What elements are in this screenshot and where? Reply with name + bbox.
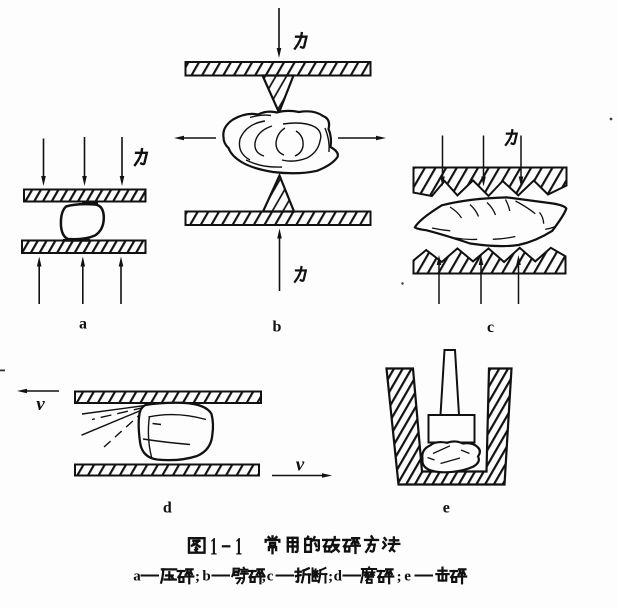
- svg-text:1: 1: [235, 534, 242, 561]
- svg-text:v: v: [36, 394, 45, 415]
- svg-text:;: ;: [328, 569, 333, 585]
- svg-text:a: a: [133, 569, 141, 585]
- svg-text:c: c: [267, 569, 274, 585]
- svg-text:e: e: [404, 569, 411, 585]
- svg-text:1: 1: [210, 534, 217, 561]
- svg-text:a: a: [79, 316, 87, 333]
- svg-text:c: c: [487, 319, 494, 336]
- svg-text:d: d: [163, 500, 172, 517]
- svg-text:;: ;: [195, 569, 200, 585]
- svg-text:v: v: [296, 455, 305, 476]
- svg-text:e: e: [443, 500, 450, 517]
- svg-text:b: b: [202, 569, 210, 585]
- svg-text:;: ;: [397, 569, 402, 585]
- svg-text:d: d: [334, 569, 343, 585]
- svg-text:b: b: [273, 319, 282, 336]
